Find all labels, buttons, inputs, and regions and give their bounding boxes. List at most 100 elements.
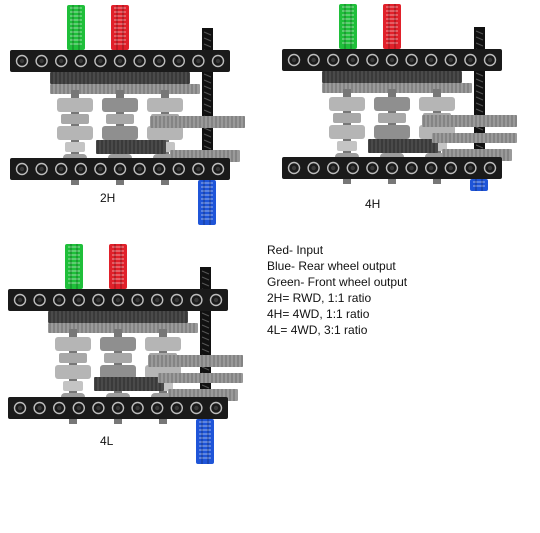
beam-hole bbox=[366, 53, 379, 67]
bushing bbox=[57, 126, 93, 140]
bushing bbox=[55, 337, 91, 351]
beam-hole bbox=[190, 293, 203, 307]
beam-hole bbox=[152, 162, 166, 176]
diagram-label-2h: 2H bbox=[100, 191, 116, 205]
beam-hole bbox=[192, 162, 205, 176]
bushing bbox=[147, 126, 183, 140]
beam-hole bbox=[385, 161, 399, 175]
beam-hole bbox=[150, 401, 164, 415]
legend: Red- Input Blue- Rear wheel output Green… bbox=[267, 242, 407, 338]
output-axle bbox=[474, 27, 485, 187]
beam-hole bbox=[55, 54, 68, 68]
bushing bbox=[57, 98, 93, 112]
beam-hole bbox=[13, 293, 27, 307]
beam-hole bbox=[113, 162, 127, 176]
beam-hole bbox=[53, 401, 66, 415]
beam-hole bbox=[425, 53, 438, 67]
beam-hole bbox=[53, 293, 66, 307]
beam-hole bbox=[74, 162, 88, 176]
beam-hole bbox=[111, 401, 125, 415]
bushing bbox=[104, 353, 132, 363]
output-axle bbox=[200, 267, 211, 427]
beam-hole bbox=[287, 161, 301, 175]
rear-output-coupler bbox=[470, 179, 488, 191]
beam-hole bbox=[170, 401, 184, 415]
beam-hole bbox=[192, 54, 205, 68]
bushing bbox=[333, 113, 361, 123]
beam-hole bbox=[131, 293, 144, 307]
beam-hole bbox=[405, 53, 418, 67]
bushing bbox=[100, 337, 136, 351]
beam-hole bbox=[33, 401, 46, 415]
bushing bbox=[374, 125, 410, 139]
beam-hole bbox=[131, 401, 144, 415]
bushing bbox=[61, 114, 89, 124]
legend-green: Green- Front wheel output bbox=[267, 275, 408, 289]
beam-hole bbox=[72, 293, 86, 307]
beam-hole bbox=[74, 54, 88, 68]
bushing bbox=[102, 126, 138, 140]
beam-hole bbox=[35, 54, 48, 68]
beam-hole bbox=[209, 401, 223, 415]
beam-hole bbox=[94, 54, 107, 68]
beam-hole bbox=[133, 54, 146, 68]
beam-hole bbox=[15, 162, 29, 176]
bushing bbox=[59, 353, 87, 363]
beam-hole bbox=[190, 401, 203, 415]
beam-hole bbox=[15, 54, 29, 68]
beam-hole bbox=[133, 162, 146, 176]
mechanism-4h bbox=[282, 4, 517, 191]
beam-hole bbox=[172, 54, 186, 68]
bushing bbox=[378, 113, 406, 123]
bushing bbox=[329, 97, 365, 111]
beam-hole bbox=[35, 162, 48, 176]
bushing bbox=[55, 365, 91, 379]
mechanism-2h bbox=[10, 5, 245, 225]
diagram-label-4l: 4L bbox=[100, 434, 114, 448]
beam-hole bbox=[287, 53, 301, 67]
beam-hole bbox=[92, 401, 105, 415]
beam-hole bbox=[464, 161, 477, 175]
gear bbox=[148, 355, 243, 367]
beam-hole bbox=[211, 162, 225, 176]
mechanism-4l bbox=[8, 244, 243, 464]
beam-hole bbox=[444, 53, 457, 67]
diagram-label-4h: 4H bbox=[365, 197, 381, 211]
beam-hole bbox=[209, 293, 223, 307]
beam-hole bbox=[33, 293, 46, 307]
beam-hole bbox=[307, 53, 320, 67]
beam-hole bbox=[111, 293, 125, 307]
beam-hole bbox=[307, 161, 320, 175]
beam-hole bbox=[444, 161, 457, 175]
beam-hole bbox=[385, 53, 399, 67]
beam-hole bbox=[327, 161, 340, 175]
legend-4h: 4H= 4WD, 1:1 ratio bbox=[267, 307, 370, 321]
beam-hole bbox=[150, 293, 164, 307]
bushing bbox=[337, 141, 357, 151]
beam-hole bbox=[92, 293, 105, 307]
legend-red: Red- Input bbox=[267, 243, 324, 257]
beam-hole bbox=[405, 161, 418, 175]
legend-blue: Blue- Rear wheel output bbox=[267, 259, 396, 273]
legend-4l: 4L= 4WD, 3:1 ratio bbox=[267, 323, 368, 337]
legend-2h: 2H= RWD, 1:1 ratio bbox=[267, 291, 372, 305]
bushing bbox=[147, 98, 183, 112]
bushing bbox=[63, 381, 83, 391]
gear bbox=[150, 116, 245, 128]
bushing bbox=[106, 114, 134, 124]
bushing bbox=[100, 365, 136, 379]
beam-hole bbox=[170, 293, 184, 307]
beam-hole bbox=[483, 161, 497, 175]
beam-hole bbox=[464, 53, 477, 67]
beam-hole bbox=[55, 162, 68, 176]
bushing bbox=[419, 97, 455, 111]
beam-hole bbox=[152, 54, 166, 68]
beam-hole bbox=[483, 53, 497, 67]
bushing bbox=[329, 125, 365, 139]
beam-hole bbox=[13, 401, 27, 415]
output-axle bbox=[202, 28, 213, 188]
beam-hole bbox=[425, 161, 438, 175]
bushing bbox=[145, 337, 181, 351]
gear bbox=[422, 115, 517, 127]
